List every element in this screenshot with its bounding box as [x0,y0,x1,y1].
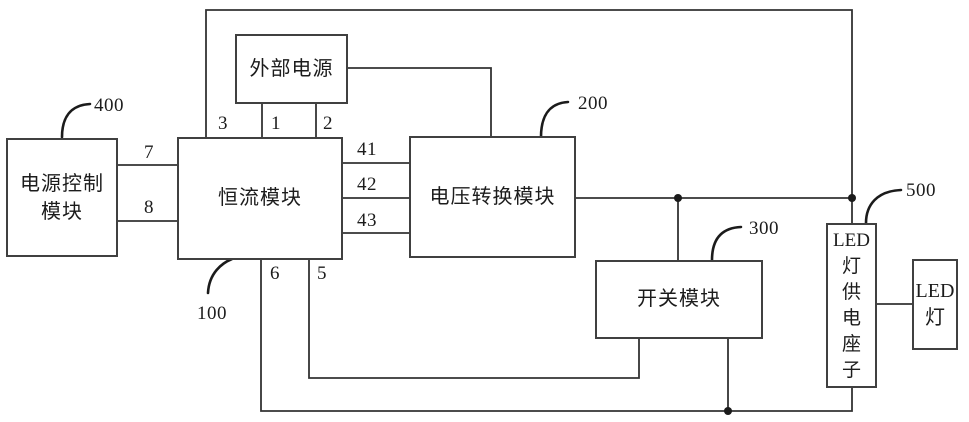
ref-label-300: 300 [749,218,779,239]
leader-line-200 [539,100,570,139]
node-led-socket: LED 灯 供 电 座 子 [826,223,877,388]
pin-label-2: 2 [323,113,333,134]
ref-label-500: 500 [906,180,936,201]
pin-label-8: 8 [144,197,154,218]
node-switch-module: 开关模块 [595,260,763,339]
node-led-lamp: LED 灯 [912,259,958,350]
junction-dot-bottom-bus [724,407,732,415]
pin-label-5: 5 [317,263,327,284]
wire-pin6-bottom-bus [260,260,853,412]
pin-label-6: 6 [270,263,280,284]
wire-external-power-to-voltage-conversion [348,67,492,136]
ref-label-400: 400 [94,95,124,116]
leader-line-400 [60,102,92,139]
junction-dot-bus-switch [674,194,682,202]
pin-label-43: 43 [357,210,377,231]
ref-label-200: 200 [578,93,608,114]
junction-dot-bus-led-socket [848,194,856,202]
pin-label-7: 7 [144,142,154,163]
wire-top-bus-pin3 [205,9,853,223]
leader-line-300 [710,225,743,262]
node-constant-current-module: 恒流模块 [177,137,343,260]
node-power-control-module: 电源控制 模块 [6,138,118,257]
pin-label-1: 1 [271,113,281,134]
leader-line-100 [206,257,234,295]
wire-pin5-to-switch-module [308,260,640,379]
pin-label-41: 41 [357,139,377,160]
node-external-power: 外部电源 [235,34,348,104]
leader-line-500 [864,188,903,225]
node-voltage-conversion-module: 电压转换模块 [409,136,576,258]
ref-label-100: 100 [197,303,227,324]
pin-label-3: 3 [218,113,228,134]
pin-label-42: 42 [357,174,377,195]
